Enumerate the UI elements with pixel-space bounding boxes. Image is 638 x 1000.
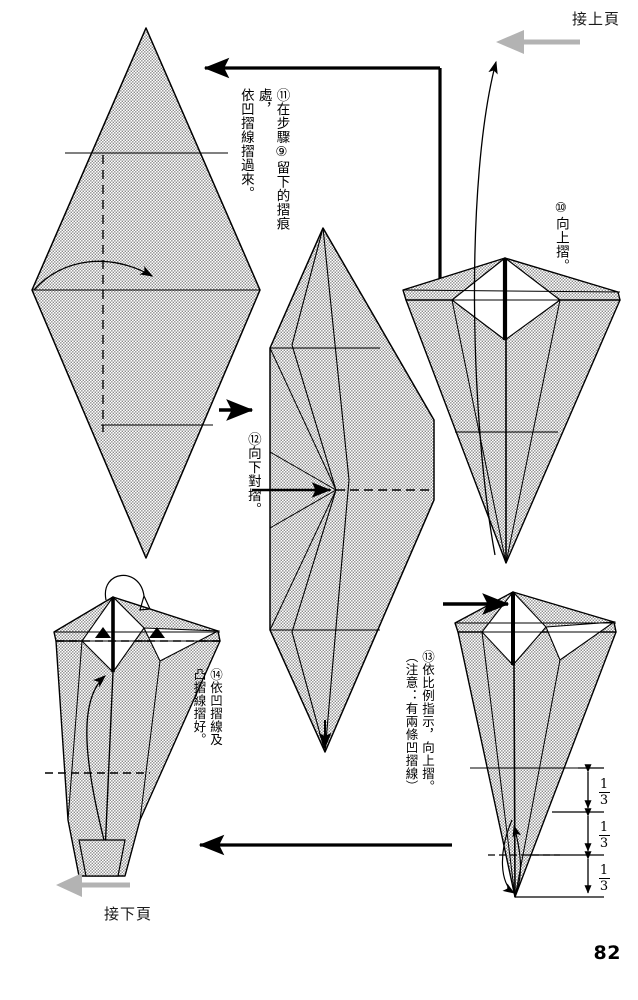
fraction-numerator: 1 <box>599 863 609 878</box>
continue-bottom-label: 接下頁 <box>104 905 153 923</box>
page-number: 82 <box>593 942 621 964</box>
fraction-denominator: 3 <box>599 879 609 895</box>
step-13-caption: ⑬依比例指示，向上摺。 （注意：有兩條凹摺線） <box>403 650 436 793</box>
step-10-caption: ⑩向上摺。 <box>552 200 569 273</box>
continuation-arrow-top <box>496 30 580 54</box>
fraction-label-2: 1 3 <box>596 821 612 851</box>
figure-winged-bottom-right <box>454 591 617 898</box>
fraction-denominator: 3 <box>599 836 609 852</box>
fraction-numerator: 1 <box>599 777 609 792</box>
figure-bottom-left <box>45 574 221 877</box>
continue-top-label: 接上頁 <box>571 10 620 28</box>
fraction-label-1: 1 3 <box>596 778 612 808</box>
fraction-bar <box>598 792 610 794</box>
continuation-arrow-bottom <box>56 873 130 897</box>
fraction-denominator: 3 <box>599 793 609 809</box>
fraction-bar <box>598 878 610 880</box>
figure-diamond-top-left <box>31 27 261 559</box>
fraction-numerator: 1 <box>599 820 609 835</box>
fraction-label-3: 1 3 <box>596 864 612 894</box>
step-14-caption: ⑭依凹摺線及 凸摺線摺好。 <box>191 668 224 746</box>
figure-folded-center <box>252 227 435 753</box>
step-12-caption: ⑫向下對摺。 <box>244 432 261 516</box>
figure-winged-top-right <box>402 60 621 564</box>
step-11-caption: ⑪在步驟⑨留下的摺痕處， 依凹摺線摺過來。 <box>237 88 290 231</box>
thirds-measure-bracket <box>515 764 604 898</box>
arrow-top-to-figure1 <box>203 57 442 282</box>
fraction-bar <box>598 835 610 837</box>
